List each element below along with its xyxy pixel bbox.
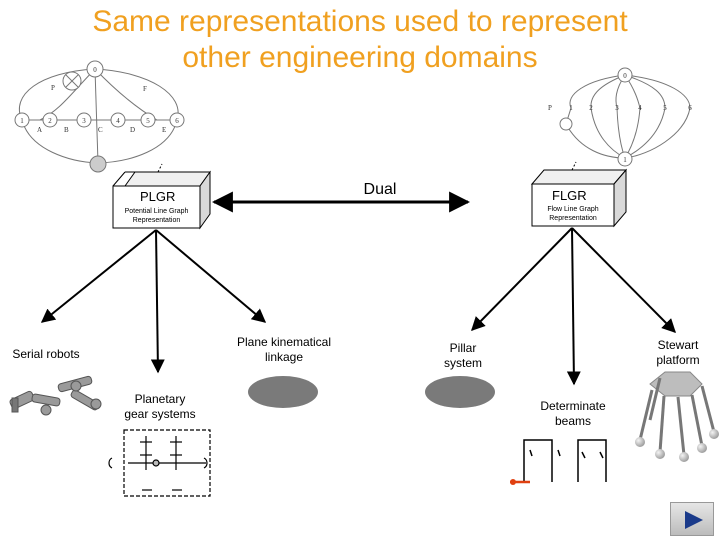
svg-text:2: 2 <box>589 104 593 112</box>
right-graph-figure <box>559 67 691 167</box>
svg-text:1: 1 <box>569 104 573 112</box>
plane-linkage-label-line1: Plane kinematical <box>236 335 332 349</box>
next-slide-button[interactable] <box>670 502 714 536</box>
svg-text:1: 1 <box>20 117 24 125</box>
right-graph-top-label: 0 <box>623 72 627 80</box>
left-graph-f-label: F <box>143 85 147 93</box>
flgr-subtitle-line1: Flow Line Graph <box>547 206 599 213</box>
svg-text:5: 5 <box>663 104 667 112</box>
stewart-platform-label-line1: Stewart <box>657 338 699 352</box>
right-graph-labels: 0 1 P 1 2 3 4 5 6 <box>548 72 692 164</box>
left-graph-figure <box>14 60 185 173</box>
left-graph-p-label: P <box>51 84 55 92</box>
plgr-subtitle-line2: Representation <box>132 217 181 224</box>
left-graph-top-label: 0 <box>93 66 97 74</box>
planetary-gear-label-line2: gear systems <box>124 407 196 421</box>
flgr-title: FLGR <box>552 188 587 203</box>
serial-robot-image <box>9 375 102 416</box>
stewart-platform-label-line2: platform <box>656 353 700 367</box>
svg-text:E: E <box>162 126 166 134</box>
pillar-system-label-line2: system <box>443 356 482 370</box>
flgr-subtitle-line2: Representation <box>549 215 597 222</box>
flgr-arrows <box>471 227 676 386</box>
svg-text:A: A <box>37 126 42 134</box>
svg-text:D: D <box>130 126 135 134</box>
determinate-beams-image <box>510 439 607 485</box>
stewart-platform-image <box>635 371 719 462</box>
svg-text:4: 4 <box>638 104 642 112</box>
determinate-beams-label-line2: beams <box>554 414 592 428</box>
svg-text:4: 4 <box>116 117 120 125</box>
next-slide-arrow-icon <box>685 511 703 529</box>
plgr-title: PLGR <box>140 189 176 204</box>
pillar-system-label-line1: Pillar <box>449 341 477 355</box>
planetary-gear-label-line1: Planetary <box>134 392 186 406</box>
right-graph-p-label: P <box>548 104 552 112</box>
plane-linkage-label-line2: linkage <box>264 350 304 364</box>
svg-text:3: 3 <box>82 117 86 125</box>
pillar-system-image <box>425 376 495 408</box>
planetary-gear-image <box>108 429 211 497</box>
flgr-box <box>530 161 628 228</box>
svg-text:3: 3 <box>615 104 619 112</box>
slide-title-line1: Same representations used to represent <box>92 5 628 38</box>
slide-title-line2: other engineering domains <box>182 41 538 74</box>
determinate-beams-label-line1: Determinate <box>540 399 606 413</box>
left-graph-labels: 0 P F 1 2 3 4 5 6 A B C D E <box>20 66 179 134</box>
svg-text:6: 6 <box>175 117 179 125</box>
plgr-box <box>112 163 211 230</box>
svg-text:C: C <box>98 126 103 134</box>
plgr-arrows <box>40 229 267 374</box>
right-graph-bottom-label: 1 <box>623 156 627 164</box>
svg-text:5: 5 <box>146 117 150 125</box>
svg-text:2: 2 <box>48 117 52 125</box>
svg-text:B: B <box>64 126 69 134</box>
svg-text:6: 6 <box>688 104 692 112</box>
plane-linkage-image <box>248 376 318 408</box>
dual-label: Dual <box>363 181 397 198</box>
serial-robots-label: Serial robots <box>12 347 80 361</box>
plgr-subtitle-line1: Potential Line Graph <box>124 208 189 215</box>
